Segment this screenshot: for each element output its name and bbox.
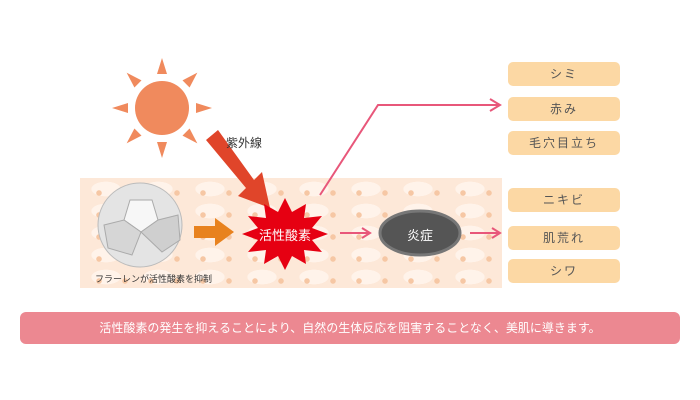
uv-arrow <box>206 130 270 208</box>
effect-box: 肌荒れ <box>508 226 620 250</box>
effect-box: 赤み <box>508 97 620 121</box>
effect-box: シワ <box>508 259 620 283</box>
orange-arrow <box>194 218 234 246</box>
effect-box: 毛穴目立ち <box>508 131 620 155</box>
uv-label: 紫外線 <box>226 136 263 150</box>
arrow-to-top-effects <box>319 104 500 196</box>
inflammation-ellipse <box>378 209 462 257</box>
summary-banner: 活性酸素の発生を抑えることにより、自然の生体反応を阻害することなく、美肌に導きま… <box>20 312 680 344</box>
inflammation-label: 炎症 <box>406 229 433 244</box>
fullerene-caption: フラーレンが活性酸素を抑制 <box>95 275 213 285</box>
effect-box: シミ <box>508 62 620 86</box>
fullerene-ball <box>97 182 183 268</box>
ros-starburst <box>242 198 328 270</box>
ros-label: 活性酸素 <box>258 229 311 244</box>
sun-icon <box>112 58 212 158</box>
effect-box: ニキビ <box>508 188 620 212</box>
